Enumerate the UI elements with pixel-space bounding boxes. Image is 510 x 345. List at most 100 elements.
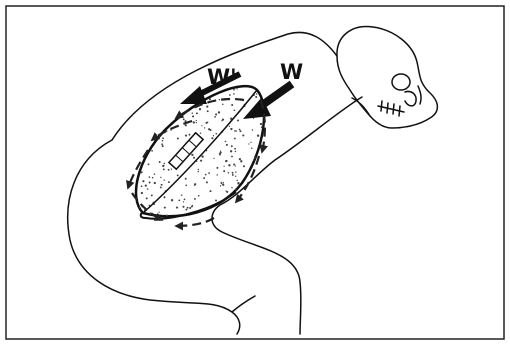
stipple-dot (158, 96, 160, 98)
stipple-dot (131, 141, 133, 143)
stipple-dot (171, 169, 172, 170)
stipple-dot (213, 135, 214, 136)
stipple-dot (162, 124, 164, 126)
stipple-dot (266, 175, 267, 176)
stipple-dot (145, 126, 147, 128)
stipple-dot (164, 207, 166, 209)
stipple-dot (238, 223, 239, 224)
stipple-dot (240, 160, 242, 162)
stipple-dot (130, 129, 131, 130)
stipple-dot (167, 79, 169, 81)
stipple-dot (185, 135, 187, 137)
stipple-dot (260, 80, 262, 82)
stipple-dot (129, 163, 131, 165)
stipple-dot (143, 127, 144, 128)
stipple-dot (190, 92, 191, 93)
stipple-dot (222, 184, 224, 186)
stipple-dot (147, 122, 149, 124)
stipple-dot (187, 207, 189, 209)
stipple-dot (131, 110, 133, 112)
stipple-dot (216, 167, 218, 169)
stipple-dot (187, 217, 189, 219)
stipple-dot (248, 143, 249, 144)
stipple-dot (198, 195, 200, 197)
stipple-dot (146, 81, 148, 83)
stipple-dot (169, 109, 170, 110)
stipple-dot (265, 146, 266, 147)
stipple-dot (189, 134, 191, 136)
stipple-dot (231, 104, 233, 106)
stipple-dot (198, 171, 199, 172)
stipple-dot (137, 80, 139, 82)
stipple-dot (128, 169, 129, 170)
stipple-dot (209, 98, 211, 100)
stipple-dot (252, 129, 254, 131)
stipple-dot (193, 157, 195, 159)
stipple-dot (262, 168, 264, 170)
stipple-dot (147, 103, 148, 104)
stipple-dot (176, 207, 178, 209)
stipple-dot (213, 158, 214, 159)
stipple-dot (193, 121, 195, 123)
stipple-dot (221, 183, 223, 185)
stipple-dot (207, 110, 209, 112)
stipple-dot (230, 150, 232, 152)
stipple-dot (230, 128, 232, 130)
stipple-dot (128, 139, 130, 141)
stipple-dot (248, 196, 249, 197)
stipple-dot (148, 131, 150, 133)
stipple-dot (134, 133, 136, 135)
stipple-dot (246, 84, 247, 85)
stipple-dot (165, 116, 167, 118)
stipple-dot (166, 130, 168, 132)
stipple-dot (222, 119, 224, 121)
stipple-dot (249, 174, 250, 175)
stipple-dot (138, 95, 139, 96)
stipple-dot (148, 163, 150, 165)
stipple-dot (237, 88, 238, 89)
stipple-dot (245, 217, 247, 219)
stipple-dot (265, 144, 266, 145)
stipple-dot (239, 158, 241, 160)
stipple-dot (232, 172, 234, 174)
stipple-dot (243, 220, 245, 222)
stipple-dot (130, 200, 132, 202)
stipple-dot (154, 182, 156, 184)
stipple-dot (143, 123, 144, 124)
stipple-dot (205, 174, 207, 176)
stipple-dot (150, 79, 152, 81)
stipple-dot (265, 187, 267, 189)
stipple-dot (222, 214, 223, 215)
stipple-dot (137, 112, 138, 113)
stipple-dot (189, 207, 191, 209)
force-back-label: W' (207, 65, 237, 89)
stipple-dot (130, 106, 132, 108)
stipple-dot (236, 219, 238, 221)
stipple-dot (142, 180, 144, 182)
stipple-dot (147, 134, 149, 136)
stipple-dot (145, 184, 147, 186)
stipple-dot (192, 115, 194, 117)
stipple-dot (178, 91, 180, 93)
stipple-dot (226, 191, 228, 193)
stipple-dot (261, 126, 263, 128)
figure-frame (6, 6, 504, 339)
stipple-dot (142, 88, 144, 90)
stipple-dot (228, 172, 230, 174)
stipple-dot (204, 127, 205, 128)
stipple-dot (263, 91, 265, 93)
stipple-dot (138, 87, 140, 89)
stipple-dot (160, 187, 162, 189)
stipple-dot (251, 148, 252, 149)
stipple-dot (131, 126, 133, 128)
stipple-dot (139, 103, 141, 105)
stipple-dot (254, 166, 256, 168)
stipple-dot (161, 87, 163, 89)
stipple-dot (242, 222, 244, 224)
stipple-dot (141, 185, 143, 187)
stipple-dot (226, 144, 228, 146)
stipple-dot (160, 115, 162, 117)
stipple-dot (244, 202, 245, 203)
stipple-dot (235, 165, 236, 166)
stipple-dot (256, 93, 257, 94)
